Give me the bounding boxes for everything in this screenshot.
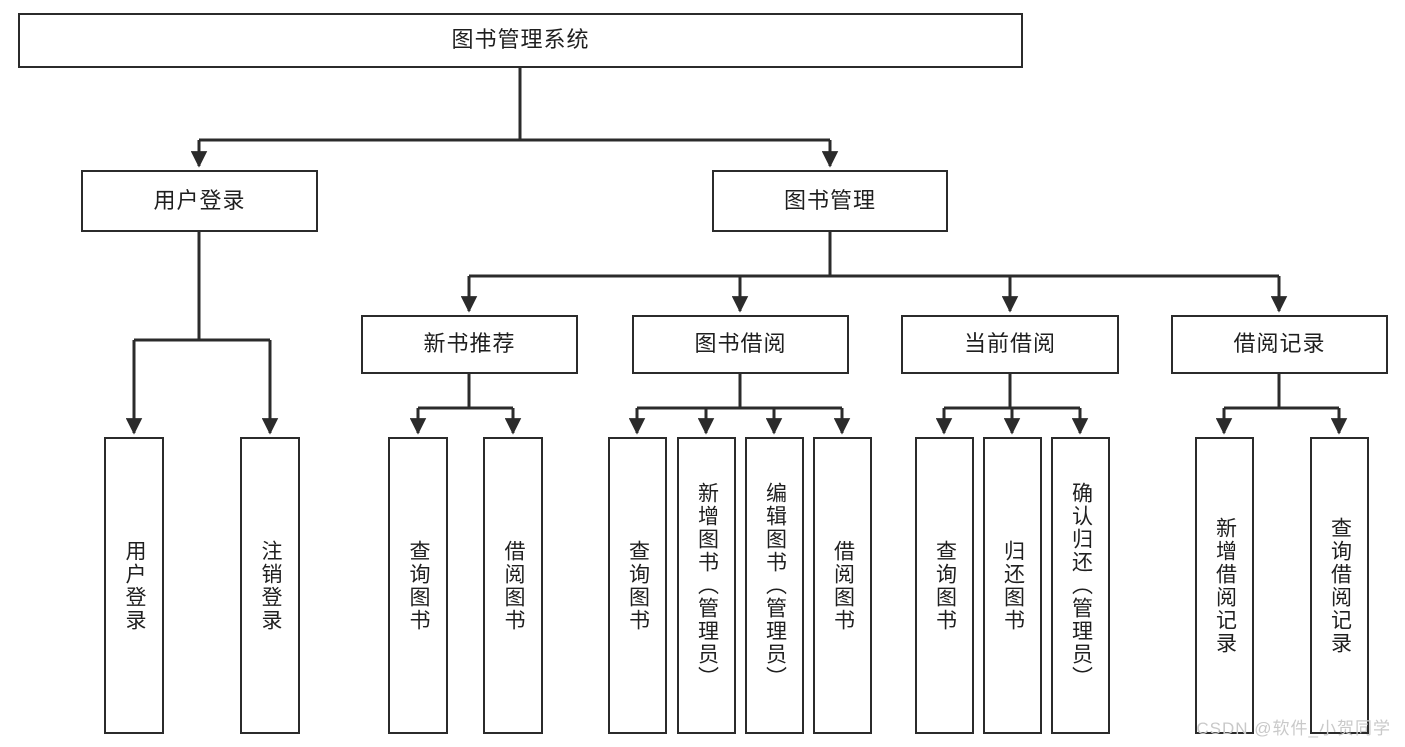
node-leaf-add-record[interactable]: 新增借阅记录 — [1195, 437, 1254, 734]
node-leaf-confirm-return[interactable]: 确认归还（管理员） — [1051, 437, 1110, 734]
node-label: 注销登录 — [259, 539, 282, 632]
node-leaf-user-login[interactable]: 用户登录 — [104, 437, 164, 734]
node-label: 新书推荐 — [423, 331, 516, 357]
node-label: 新增图书（管理员） — [695, 482, 719, 689]
node-label: 用户登录 — [123, 539, 146, 632]
node-book-manage[interactable]: 图书管理 — [712, 170, 948, 232]
node-label: 借阅图书 — [831, 539, 855, 632]
node-root-system[interactable]: 图书管理系统 — [18, 13, 1023, 68]
node-leaf-query-book-3[interactable]: 查询图书 — [915, 437, 974, 734]
node-label: 查询图书 — [933, 539, 957, 632]
node-label: 编辑图书（管理员） — [763, 482, 787, 689]
node-label: 图书管理系统 — [451, 27, 590, 53]
node-label: 查询借阅记录 — [1328, 516, 1352, 655]
node-leaf-edit-book[interactable]: 编辑图书（管理员） — [745, 437, 804, 734]
node-borrow-record[interactable]: 借阅记录 — [1171, 315, 1388, 374]
node-leaf-borrow-book-1[interactable]: 借阅图书 — [483, 437, 543, 734]
node-new-book-recommend[interactable]: 新书推荐 — [361, 315, 578, 374]
node-leaf-query-record[interactable]: 查询借阅记录 — [1310, 437, 1369, 734]
node-leaf-logout[interactable]: 注销登录 — [240, 437, 300, 734]
watermark: CSDN @软件_小贺同学 — [1196, 719, 1391, 738]
node-leaf-query-book-2[interactable]: 查询图书 — [608, 437, 667, 734]
node-user-login[interactable]: 用户登录 — [81, 170, 318, 232]
node-label: 图书管理 — [783, 187, 876, 213]
node-book-borrow[interactable]: 图书借阅 — [632, 315, 849, 374]
node-label: 新增借阅记录 — [1213, 516, 1237, 655]
node-label: 查询图书 — [407, 539, 430, 632]
node-current-borrow[interactable]: 当前借阅 — [901, 315, 1119, 374]
node-label: 图书借阅 — [694, 331, 787, 357]
node-leaf-return-book[interactable]: 归还图书 — [983, 437, 1042, 734]
node-label: 借阅记录 — [1233, 331, 1326, 357]
node-label: 当前借阅 — [963, 331, 1056, 357]
node-label: 归还图书 — [1001, 539, 1025, 632]
node-label: 借阅图书 — [502, 539, 525, 632]
node-leaf-add-book[interactable]: 新增图书（管理员） — [677, 437, 736, 734]
node-label: 查询图书 — [626, 539, 650, 632]
node-leaf-query-book-1[interactable]: 查询图书 — [388, 437, 448, 734]
node-label: 确认归还（管理员） — [1069, 482, 1093, 689]
node-label: 用户登录 — [153, 187, 246, 213]
node-leaf-borrow-book-2[interactable]: 借阅图书 — [813, 437, 872, 734]
